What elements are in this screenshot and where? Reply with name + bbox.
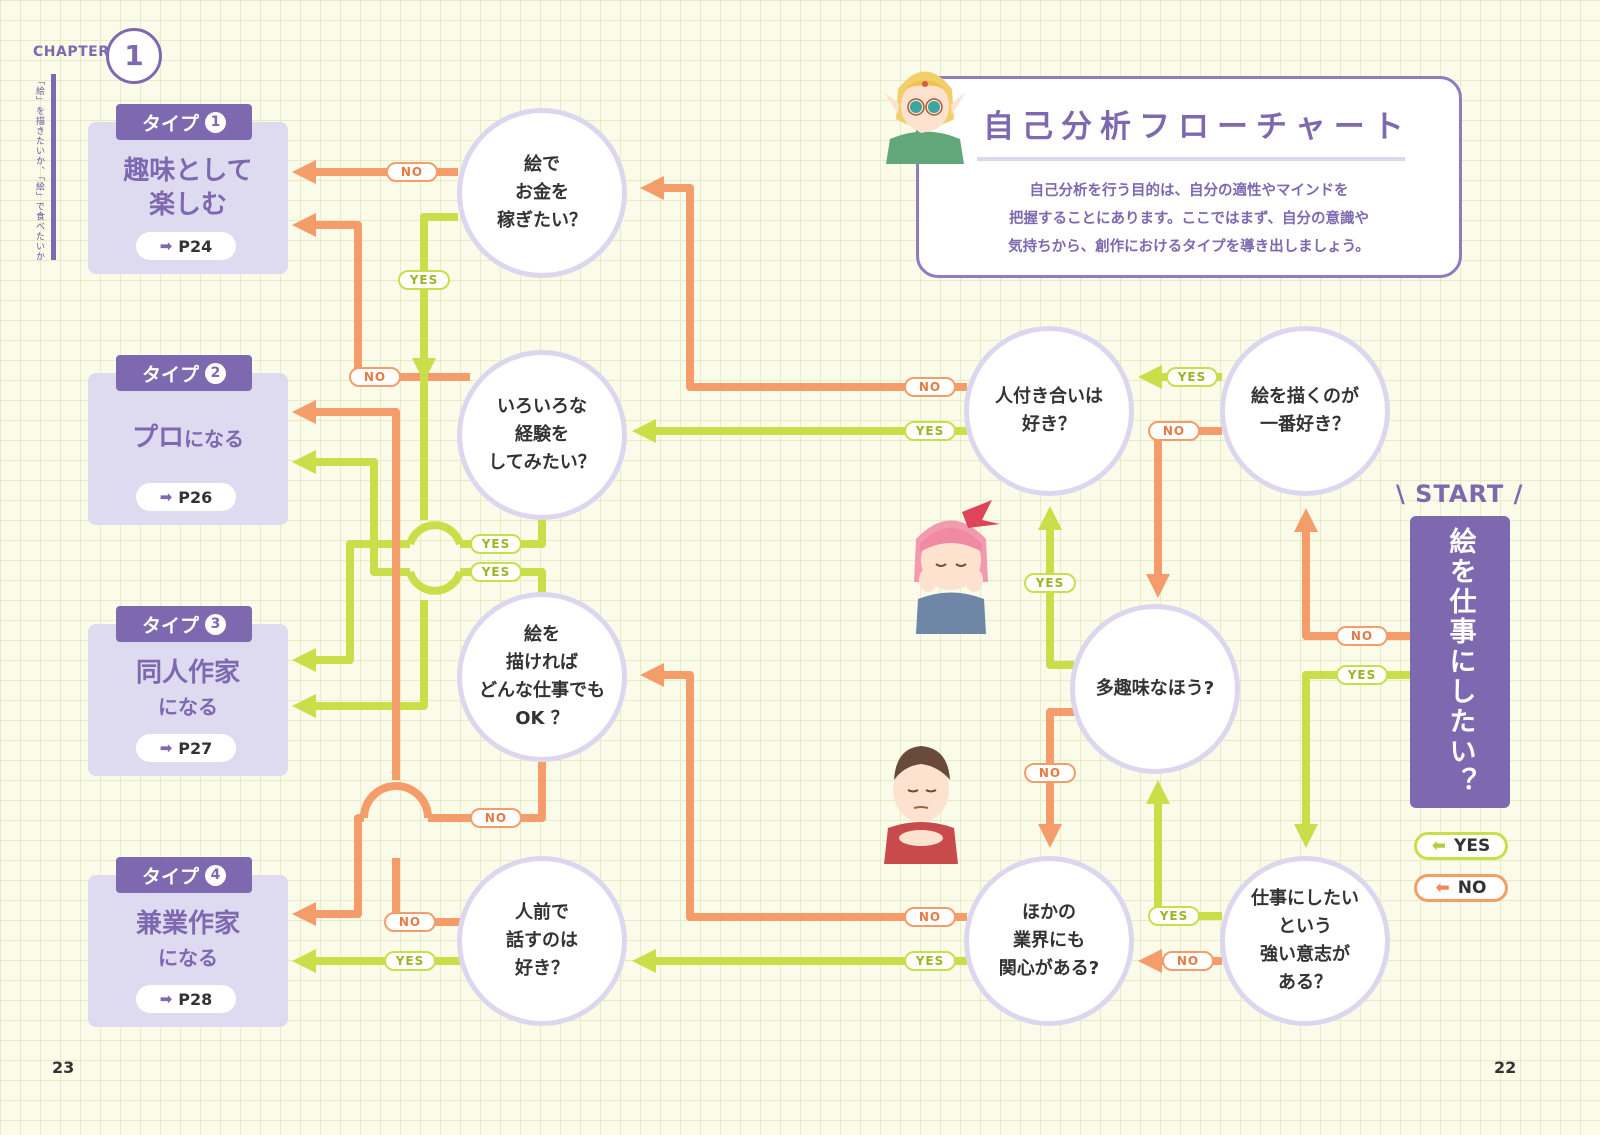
line-love-no [1146,427,1222,598]
page-link-3[interactable]: ➡P27 [136,734,236,762]
question-many-hobbies[interactable]: 多趣味なほう? [1070,604,1240,774]
page-number-left: 23 [52,1058,75,1077]
question-love-drawing[interactable]: 絵を描くのが 一番好き？ [1220,326,1390,496]
question-strong-will[interactable]: 仕事にしたい という 強い意志が ある？ [1220,856,1390,1026]
page-number-right: 22 [1494,1058,1517,1077]
line-hobby-no [1038,708,1074,848]
label-yes: YES [470,534,522,554]
arrow-right-icon: ➡ [159,488,173,506]
label-yes: YES [1336,665,1388,685]
title-description: 自己分析を行う目的は、自分の適性やマインドを 把握することにあります。ここではま… [1008,183,1370,255]
page-title: 自己分析フローチャート [983,109,1412,145]
question-other-industries[interactable]: ほかの 業界にも 関心がある? [964,856,1134,1026]
type-name-3: 同人作家になる [135,658,240,719]
line-anyjob-no [428,762,546,822]
label-yes: YES [470,562,522,582]
label-yes: YES [1148,906,1200,926]
label-no: NO [384,912,436,932]
arrow-right-icon: ➡ [159,739,173,757]
label-no: NO [349,367,401,387]
label-no: NO [386,162,438,182]
label-yes: YES [384,951,436,971]
start-heading: \ START / [1396,480,1524,508]
boy-illustration [884,746,958,864]
line-to-type3-yes [292,540,410,672]
question-public-speaking[interactable]: 人前で 話すのは 好き？ [457,856,627,1026]
label-no: NO [904,907,956,927]
page-link-4[interactable]: ➡P28 [136,985,236,1013]
line-bridge-yes-2 [406,570,464,595]
line-exp-no [292,213,470,381]
question-socializing[interactable]: 人付き合いは 好き？ [964,326,1134,496]
line-bridge-yes-1 [406,521,464,546]
line-money-yes [412,213,458,382]
legend-no: ⬅NO [1414,874,1508,902]
label-yes: YES [1166,367,1218,387]
label-no: NO [1336,626,1388,646]
type-name-2: プロになる [131,423,244,453]
label-no: NO [470,808,522,828]
line-bridge-no [360,782,432,819]
type-name-4: 兼業作家になる [135,909,240,970]
label-no: NO [1148,421,1200,441]
line-to-type2-no [292,400,400,780]
label-yes: YES [1024,573,1076,593]
title-divider [977,157,1405,161]
chapter-bar [51,74,56,260]
arrow-left-icon: ⬅ [1431,836,1447,856]
type-name-1: 趣味として楽しむ [123,156,253,220]
label-no: NO [1162,951,1214,971]
line-social-no [640,176,967,391]
chapter-number: 1 [106,28,162,84]
line-will-yes [1146,780,1222,920]
label-yes: YES [398,270,450,290]
elf-girl-illustration [884,71,966,164]
line-to-type4-no [292,814,364,926]
label-no: NO [904,377,956,397]
chapter-label: CHAPTER [33,44,110,60]
question-money[interactable]: 絵で お金を 稼ぎたい？ [457,108,627,278]
start-question[interactable]: 絵を仕事にしたい？ [1410,516,1510,808]
title-panel: 自己分析フローチャート 自己分析を行う目的は、自分の適性やマインドを 把握するこ… [916,76,1462,278]
arrow-right-icon: ➡ [159,237,173,255]
pink-hair-girl-illustration [914,500,1000,634]
label-no: NO [1024,763,1076,783]
question-any-job[interactable]: 絵を 描ければ どんな仕事でも OK ？ [457,592,627,762]
question-experience[interactable]: いろいろな 経験を してみたい？ [457,350,627,520]
page-link-1[interactable]: ➡P24 [136,232,236,260]
arrow-left-icon: ⬅ [1435,878,1450,898]
line-start-yes [1294,671,1410,848]
label-yes: YES [904,421,956,441]
arrow-right-icon: ➡ [159,990,173,1008]
chapter-vertical-title: 「絵」を描きたいか、「絵」で食べたいか [34,76,44,262]
line-yellow-trunk-2 [292,600,428,718]
line-start-no [1294,508,1410,640]
label-yes: YES [904,951,956,971]
legend-yes: ⬅YES [1414,832,1508,860]
page-link-2[interactable]: ➡P26 [136,483,236,511]
line-other-no [640,663,967,921]
line-hobby-yes [1038,506,1074,669]
